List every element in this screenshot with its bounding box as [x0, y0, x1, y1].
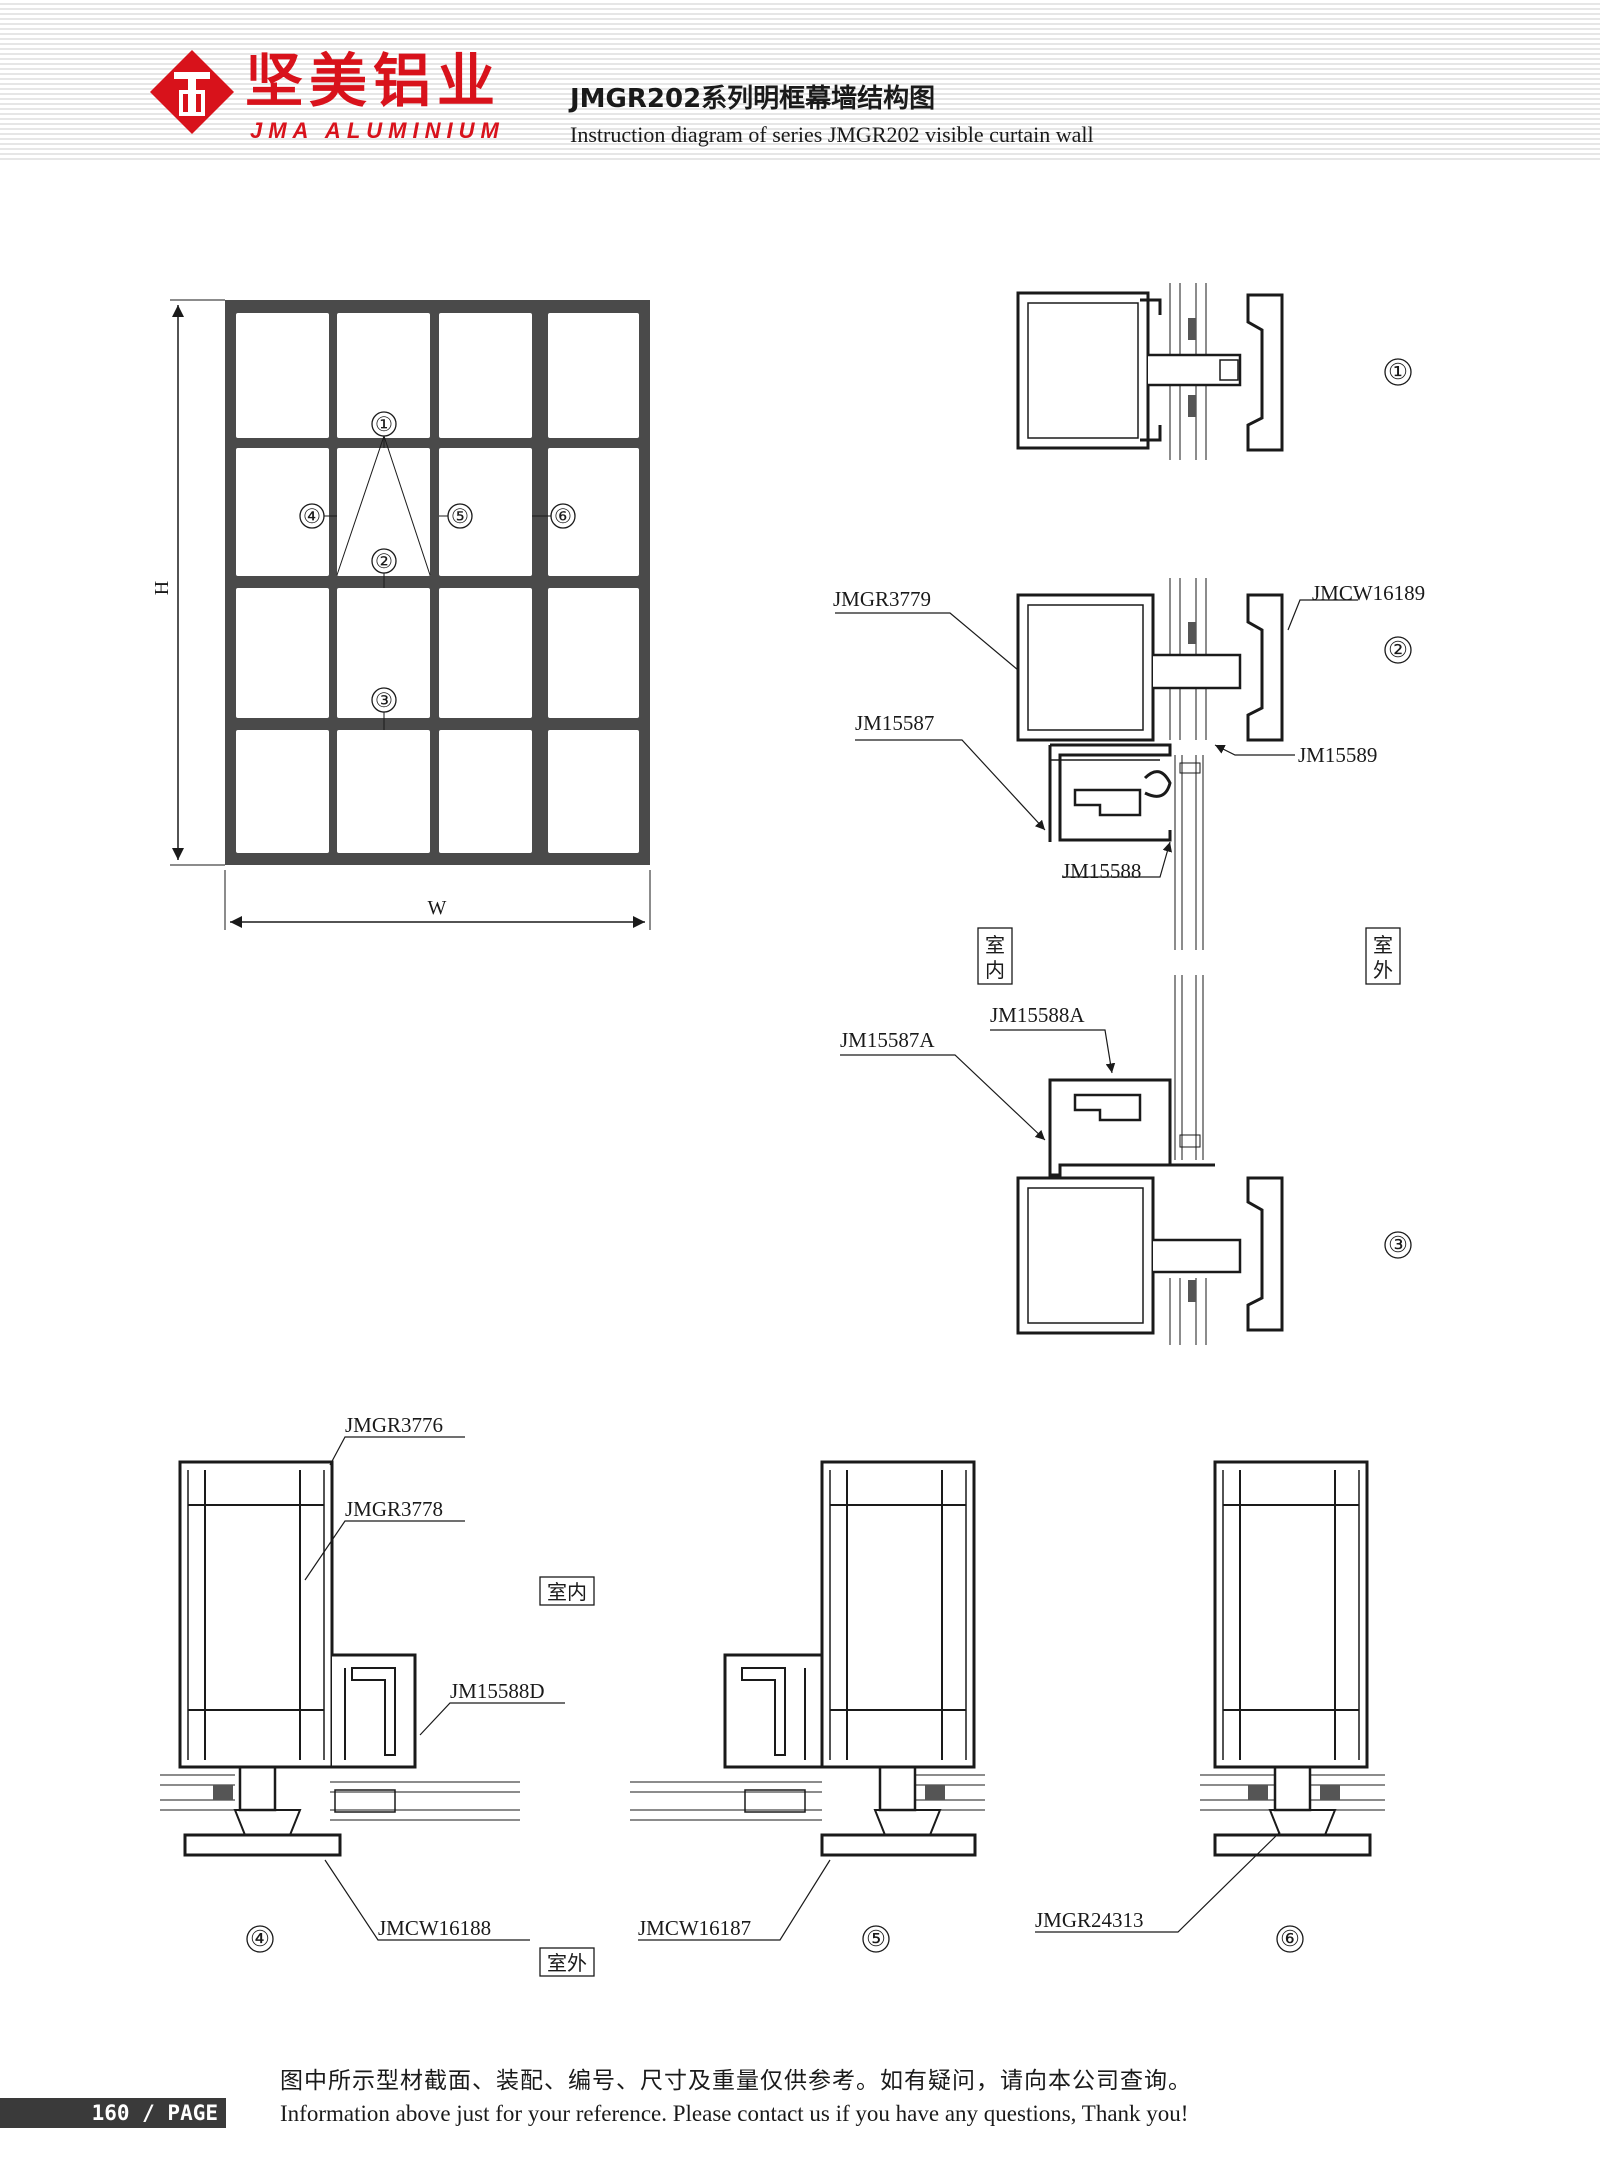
- section-6-marker: ⑥: [1280, 1926, 1300, 1951]
- brand-name-en: JMA ALUMINIUM: [250, 118, 505, 143]
- outdoor-vertical-2: 外: [1373, 959, 1393, 982]
- section-3-marker: ③: [1388, 1232, 1408, 1257]
- label-jmcw16189: JMCW16189: [1312, 581, 1425, 605]
- jma-diamond-logo-icon: [150, 50, 234, 134]
- page-title-en: Instruction diagram of series JMGR202 vi…: [570, 122, 1094, 147]
- elev-marker-5: ⑤: [451, 506, 469, 528]
- dim-h-label: H: [151, 581, 173, 595]
- elev-marker-2: ②: [375, 551, 393, 573]
- section-4-profile: [160, 1460, 520, 1857]
- elev-marker-3: ③: [375, 690, 393, 712]
- section-1-profile: [1016, 283, 1284, 460]
- footer-note-en: Information above just for your referenc…: [280, 2101, 1189, 2126]
- indoor-vertical-2: 内: [985, 959, 1005, 982]
- elevation-view: H W ① ② ③ ④ ⑤ ⑥: [151, 299, 651, 930]
- elev-marker-4: ④: [303, 506, 321, 528]
- section-3-profile: [1016, 975, 1284, 1345]
- section-1-marker: ①: [1388, 359, 1408, 384]
- label-jmgr3778: JMGR3778: [345, 1497, 443, 1521]
- outdoor-vertical-1: 室: [1373, 934, 1393, 957]
- section-5-profile: [630, 1460, 985, 1857]
- label-jmgr3779: JMGR3779: [833, 587, 931, 611]
- footer-note-cn: 图中所示型材截面、装配、编号、尺寸及重量仅供参考。如有疑问，请向本公司查询。: [280, 2068, 1192, 2094]
- label-jm15587a: JM15587A: [840, 1028, 935, 1052]
- dim-w-label: W: [428, 897, 447, 919]
- indoor-label: 室内: [547, 1581, 587, 1604]
- elev-marker-6: ⑥: [554, 506, 572, 528]
- section-6-profile: [1200, 1460, 1385, 1857]
- label-jm15587: JM15587: [855, 711, 934, 735]
- section-2-profile: [1016, 578, 1284, 950]
- section-4-marker: ④: [250, 1926, 270, 1951]
- label-jm15589: JM15589: [1298, 743, 1377, 767]
- label-jm15588d: JM15588D: [450, 1679, 545, 1703]
- brand-name-cn: 坚美铝业: [245, 47, 502, 115]
- label-jmcw16187: JMCW16187: [638, 1916, 751, 1940]
- section-2-marker: ②: [1388, 637, 1408, 662]
- page-title-cn: JMGR202系列明框幕墙结构图: [570, 84, 936, 114]
- page-number-badge: 160 / PAGE: [0, 2098, 226, 2128]
- elev-marker-1: ①: [375, 414, 393, 436]
- label-jm15588a: JM15588A: [990, 1003, 1085, 1027]
- header-banner: [0, 0, 1600, 160]
- outdoor-label: 室外: [547, 1952, 587, 1975]
- section-5-marker: ⑤: [866, 1926, 886, 1951]
- label-jmcw16188: JMCW16188: [378, 1916, 491, 1940]
- indoor-vertical-1: 室: [985, 934, 1005, 957]
- label-jmgr3776: JMGR3776: [345, 1413, 443, 1437]
- label-jm15588: JM15588: [1062, 859, 1141, 883]
- label-jmgr24313: JMGR24313: [1035, 1908, 1144, 1932]
